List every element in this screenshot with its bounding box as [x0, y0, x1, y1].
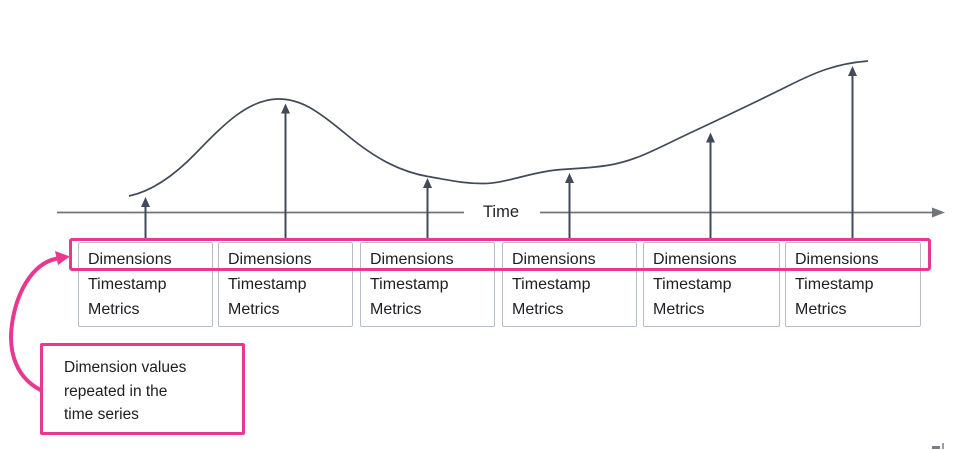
edge-artifact [932, 443, 946, 450]
record-card-4: Dimensions Timestamp Metrics [502, 242, 637, 327]
record-field-metrics: Metrics [228, 301, 280, 318]
record-field-metrics: Metrics [88, 301, 140, 318]
edge-artifact-tick [942, 443, 944, 449]
record-field-dimensions: Dimensions [370, 251, 454, 268]
callout-arrow-curve [9, 256, 59, 394]
record-field-timestamp: Timestamp [795, 276, 874, 293]
timeseries-chart [57, 60, 945, 239]
record-card-2: Dimensions Timestamp Metrics [218, 242, 353, 327]
record-card-5: Dimensions Timestamp Metrics [643, 242, 780, 327]
record-field-timestamp: Timestamp [653, 276, 732, 293]
annotation-callout: Dimension values repeated in the time se… [40, 343, 245, 435]
time-axis-label: Time [482, 203, 520, 221]
edge-artifact-dash [932, 446, 940, 449]
record-field-dimensions: Dimensions [795, 251, 879, 268]
sample-arrow-4 [565, 173, 574, 239]
record-field-dimensions: Dimensions [653, 251, 737, 268]
sample-arrow-3 [423, 178, 432, 239]
record-card-6: Dimensions Timestamp Metrics [785, 242, 921, 327]
record-field-dimensions: Dimensions [228, 251, 312, 268]
sample-arrow-1 [141, 197, 150, 239]
record-field-timestamp: Timestamp [370, 276, 449, 293]
record-field-metrics: Metrics [795, 301, 847, 318]
timeseries-curve [128, 60, 869, 197]
record-field-timestamp: Timestamp [512, 276, 591, 293]
sample-arrow-2 [281, 103, 290, 239]
record-card-1: Dimensions Timestamp Metrics [78, 242, 213, 327]
time-axis-arrowhead [932, 207, 945, 218]
record-field-timestamp: Timestamp [88, 276, 167, 293]
callout-arrowhead-icon [55, 251, 70, 265]
sample-arrow-6 [848, 66, 857, 239]
record-field-metrics: Metrics [370, 301, 422, 318]
record-field-metrics: Metrics [512, 301, 564, 318]
record-field-dimensions: Dimensions [512, 251, 596, 268]
record-field-metrics: Metrics [653, 301, 705, 318]
callout-arrow [9, 251, 70, 394]
sample-arrow-5 [706, 132, 715, 239]
record-card-3: Dimensions Timestamp Metrics [360, 242, 495, 327]
record-field-timestamp: Timestamp [228, 276, 307, 293]
record-field-dimensions: Dimensions [88, 251, 172, 268]
annotation-text: Dimension values repeated in the time se… [64, 359, 187, 423]
